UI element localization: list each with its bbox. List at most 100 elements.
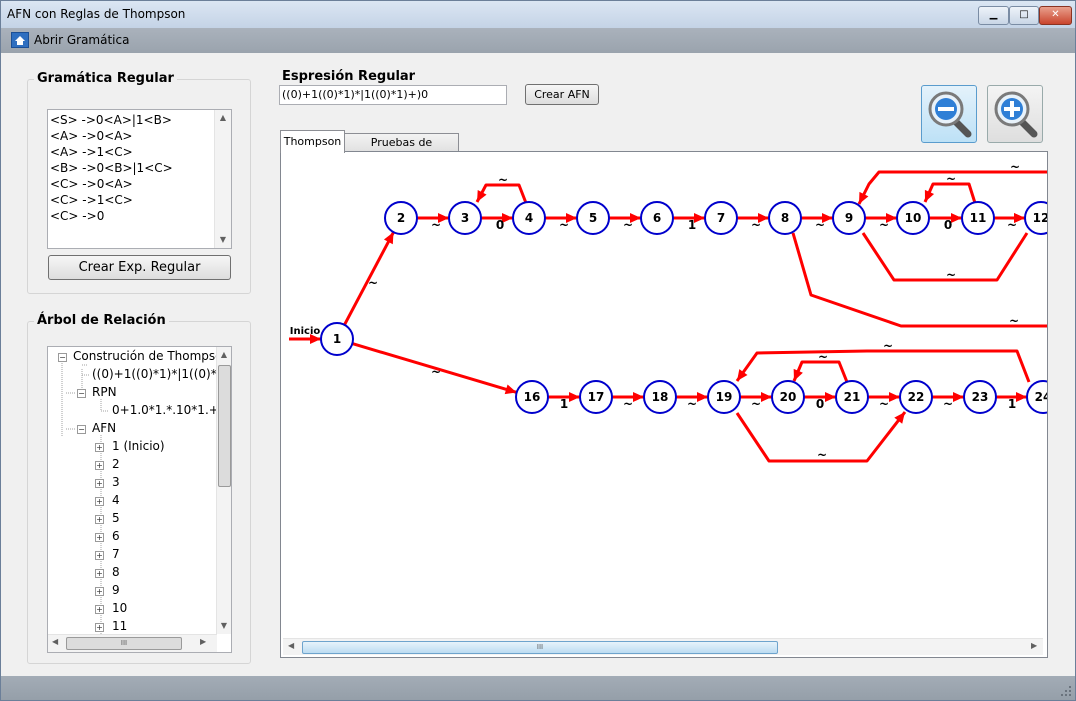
edge-arrowhead [438, 213, 449, 223]
scroll-right-icon[interactable]: ▶ [1031, 641, 1038, 650]
edge-arrowhead [477, 189, 487, 202]
scroll-thumb[interactable]: III [302, 641, 778, 654]
scroll-up-icon[interactable]: ▲ [220, 350, 228, 359]
grammar-listbox[interactable]: <S> ->0<A>|1<B> <A> ->0<A> <A> ->1<C> <B> -… [47, 109, 232, 249]
scroll-down-icon[interactable]: ▼ [220, 621, 228, 630]
transition-label: ~ [946, 172, 956, 186]
edge-arrowhead [924, 189, 935, 202]
expand-toggle-icon[interactable]: + [95, 497, 104, 506]
state-node [643, 380, 677, 414]
grammar-line[interactable]: <C> ->0<A> [50, 177, 133, 191]
tab-thompson[interactable]: Thompson [280, 130, 345, 153]
tree-afn-item[interactable]: 1 (Inicio) [112, 439, 165, 453]
grammar-line[interactable]: <C> ->1<C> [50, 193, 133, 207]
transition-edge [791, 232, 1047, 328]
relation-tree[interactable]: − Construción de Thompson ((0)+1((0)*1)*… [47, 346, 232, 653]
state-label: 12 [1033, 211, 1047, 225]
transition-edge [861, 232, 1029, 282]
maximize-button[interactable]: □ [1009, 6, 1039, 25]
tree-rpn-node[interactable]: RPN [92, 385, 117, 399]
tree-afn-item[interactable]: 6 [112, 529, 120, 543]
open-grammar-label: Abrir Gramática [34, 33, 130, 47]
expand-toggle-icon[interactable]: + [95, 623, 104, 632]
regex-input[interactable]: ((0)+1((0)*1)*|1((0)*1)+)0 [279, 85, 507, 105]
grammar-group-label: Gramática Regular [34, 71, 177, 86]
expand-toggle-icon[interactable]: − [58, 353, 67, 362]
create-afn-button[interactable]: Crear AFN [525, 84, 599, 105]
expand-toggle-icon[interactable]: + [95, 551, 104, 560]
tree-regex-node[interactable]: ((0)+1((0)*1)*|1((0)*1)+ [92, 367, 232, 381]
state-node [1024, 201, 1047, 235]
edge-arrowhead [737, 369, 748, 381]
zoom-in-button[interactable] [987, 85, 1043, 143]
scroll-up-icon[interactable]: ▲ [219, 113, 227, 122]
close-button[interactable]: ✕ [1039, 6, 1072, 25]
resize-grip-icon[interactable] [1060, 685, 1072, 697]
tree-afn-item[interactable]: 10 [112, 601, 128, 615]
tree-afn-item[interactable]: 7 [112, 547, 120, 561]
state-label: 1 [333, 332, 341, 346]
tree-lines [61, 361, 108, 637]
expand-toggle-icon[interactable]: + [95, 587, 104, 596]
scroll-down-icon[interactable]: ▼ [219, 235, 227, 244]
grammar-scrollbar[interactable]: ▲ ▼ [214, 110, 231, 248]
state-node [512, 201, 546, 235]
state-label: 10 [905, 211, 922, 225]
state-node [963, 380, 997, 414]
tree-afn-item[interactable]: 2 [112, 457, 120, 471]
state-label: 16 [524, 390, 541, 404]
tree-afn-item[interactable]: 9 [112, 583, 120, 597]
tree-afn-item[interactable]: 3 [112, 475, 120, 489]
tree-afn-item[interactable]: 11 [112, 619, 128, 633]
transition-label: ~ [943, 397, 953, 411]
scroll-thumb[interactable]: III [66, 637, 182, 650]
grammar-line[interactable]: <B> ->0<B>|1<C> [50, 161, 173, 175]
scroll-left-icon[interactable]: ◀ [288, 641, 295, 650]
scroll-right-icon[interactable]: ▶ [200, 637, 207, 646]
state-label: 17 [588, 390, 605, 404]
expand-toggle-icon[interactable]: + [95, 605, 104, 614]
expand-toggle-icon[interactable]: − [77, 389, 86, 398]
grammar-line[interactable]: <S> ->0<A>|1<B> [50, 113, 172, 127]
zoom-out-icon [928, 91, 972, 138]
grammar-line[interactable]: <C> ->0 [50, 209, 105, 223]
expand-toggle-icon[interactable]: + [95, 569, 104, 578]
open-grammar-menu-item[interactable]: Abrir Gramática [11, 32, 129, 48]
tree-rpn-value[interactable]: 0+1.0*1.*.10*1.+.|0 [112, 403, 232, 417]
tree-afn-item[interactable]: 8 [112, 565, 120, 579]
state-node [961, 201, 995, 235]
expand-toggle-icon[interactable]: + [95, 479, 104, 488]
transition-edge [343, 231, 395, 326]
tree-afn-item[interactable]: 4 [112, 493, 120, 507]
edge-arrowhead [859, 191, 869, 204]
grammar-line[interactable]: <A> ->1<C> [50, 145, 133, 159]
transition-label: 0 [944, 218, 952, 232]
edge-arrowhead [886, 213, 897, 223]
tree-vscrollbar[interactable]: ▲ ▼ [216, 347, 231, 634]
tree-afn-node[interactable]: AFN [92, 421, 117, 435]
transition-label: ~ [751, 397, 761, 411]
edge-arrowhead [953, 392, 964, 402]
tree-hscrollbar[interactable]: ◀ III ▶ [48, 634, 217, 652]
scroll-thumb[interactable] [218, 365, 231, 487]
scroll-left-icon[interactable]: ◀ [52, 637, 59, 646]
state-node [704, 201, 738, 235]
expand-toggle-icon[interactable]: − [77, 425, 86, 434]
minimize-button[interactable]: ▁ [978, 6, 1009, 25]
zoom-in-icon [994, 91, 1038, 138]
create-regex-button[interactable]: Crear Exp. Regular [48, 255, 231, 280]
expand-toggle-icon[interactable]: + [95, 533, 104, 542]
tree-root[interactable]: Construción de Thompson [73, 349, 231, 363]
tab-regression-tests[interactable]: Pruebas de Regresión [344, 133, 459, 167]
expand-toggle-icon[interactable]: + [95, 515, 104, 524]
edge-arrowhead [889, 392, 900, 402]
window-title: AFN con Reglas de Thompson [7, 7, 186, 21]
grammar-line[interactable]: <A> ->0<A> [50, 129, 133, 143]
graph-hscrollbar[interactable]: ◀ III ▶ [283, 638, 1043, 655]
state-label: 21 [844, 390, 861, 404]
tree-afn-item[interactable]: 5 [112, 511, 120, 525]
expand-toggle-icon[interactable]: + [95, 461, 104, 470]
expand-toggle-icon[interactable]: + [95, 443, 104, 452]
zoom-out-button[interactable] [921, 85, 977, 143]
